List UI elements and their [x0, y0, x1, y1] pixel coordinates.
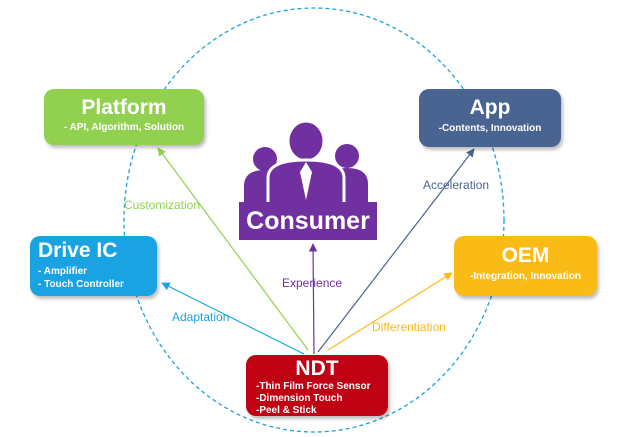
- consumer-box: Consumer: [239, 202, 377, 240]
- arrow-differentiation: [327, 272, 453, 351]
- drive-ic-title: Drive IC: [38, 239, 118, 262]
- ndt-list: -Thin Film Force Sensor -Dimension Touch…: [246, 381, 388, 417]
- drive-ic-item: - Amplifier: [38, 266, 88, 277]
- platform-title: Platform: [81, 96, 167, 119]
- arrow-acceleration: [317, 148, 475, 353]
- drive-ic-item: - Touch Controller: [38, 279, 124, 290]
- ndt-item: -Peel & Stick: [256, 405, 317, 416]
- ndt-box: NDT -Thin Film Force Sensor -Dimension T…: [246, 355, 388, 416]
- arrow-experience: [308, 243, 318, 355]
- drive-ic-list: - Amplifier - Touch Controller: [30, 265, 157, 291]
- app-subtitle: -Contents, Innovation: [438, 123, 542, 134]
- customization-label: Customization: [124, 198, 201, 212]
- ndt-item: -Dimension Touch: [256, 393, 343, 404]
- consumer-label: Consumer: [246, 207, 370, 235]
- app-title: App: [469, 96, 511, 119]
- differentiation-label: Differentiation: [372, 320, 446, 334]
- arrow-adaptation: [161, 282, 305, 355]
- platform-box: Platform - API, Algorithm, Solution: [44, 89, 204, 145]
- ndt-title: NDT: [295, 357, 339, 380]
- dashed-circle: [123, 7, 505, 433]
- oem-subtitle: -Integration, Innovation: [469, 271, 582, 282]
- drive-ic-box: Drive IC - Amplifier - Touch Controller: [30, 236, 157, 296]
- app-box: App -Contents, Innovation: [419, 89, 561, 147]
- arrow-customization: [157, 147, 309, 351]
- oem-box: OEM -Integration, Innovation: [454, 236, 597, 296]
- consumer-people-icon: [244, 119, 368, 207]
- platform-subtitle: - API, Algorithm, Solution: [63, 122, 185, 133]
- ndt-item: -Thin Film Force Sensor: [256, 381, 371, 392]
- acceleration-label: Acceleration: [423, 178, 490, 192]
- experience-label: Experience: [282, 276, 343, 290]
- adaptation-label: Adaptation: [172, 310, 230, 324]
- oem-title: OEM: [501, 244, 550, 267]
